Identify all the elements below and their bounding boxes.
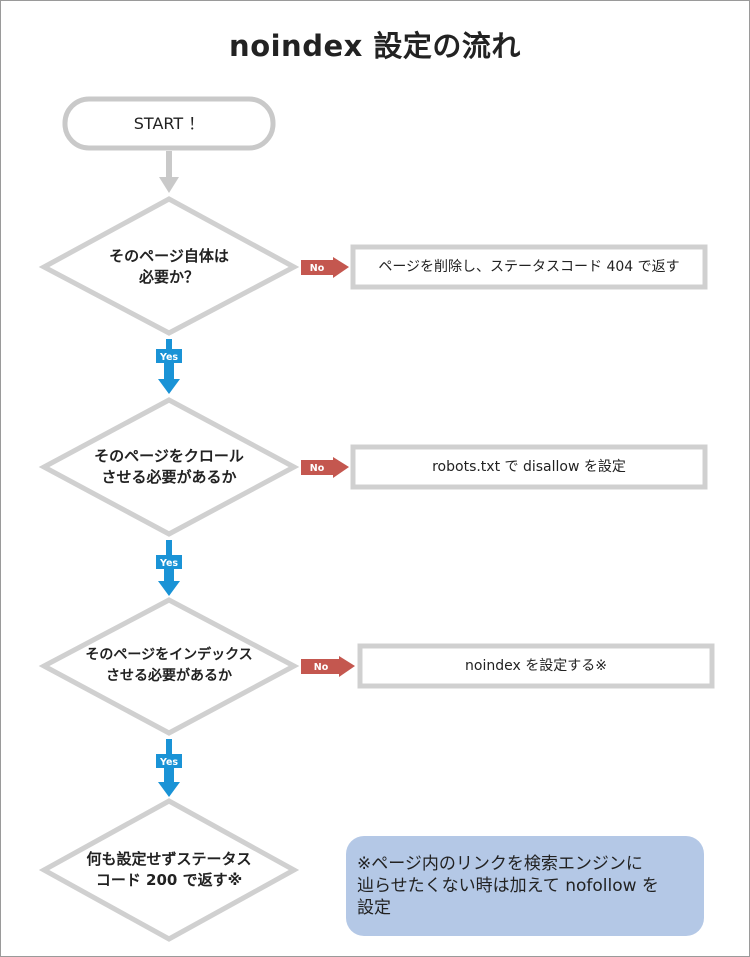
decision-diamond-2 [38,397,300,537]
decision-diamond-1 [38,196,300,336]
action-text-3: noindex を設定する※ [465,658,607,674]
action-text-2: robots.txt で disallow を設定 [432,459,626,475]
action-box-3 [357,643,715,689]
yes-label-3: Yes [159,757,178,768]
yes-arrow-1: Yes [156,339,182,394]
no-arrow-2: No [301,457,349,478]
note-text: ※ページ内のリンクを検索エンジンに 辿らせたくない時は加えて nofollow … [357,854,659,918]
no-label-2: No [310,463,325,474]
decision-text-2: そのページをクロール させる必要があるか [94,447,244,486]
yes-label-2: Yes [159,558,178,569]
decision-text-1: そのページ自体は 必要か？ [109,247,229,286]
note-box [346,836,704,936]
yes-label-1: Yes [159,352,178,363]
action-box-1 [350,244,708,290]
no-label-1: No [310,263,325,274]
yes-arrow-2: Yes [156,540,182,596]
decision-diamond-3 [38,597,300,736]
start-arrow [159,151,179,193]
no-arrow-3: No [301,656,355,677]
decision-text-3: そのページをインデックス させる必要があるか [85,647,253,684]
end-text: 何も設定せずステータス コード 200 で返す※ [86,850,252,889]
no-arrow-1: No [301,257,349,278]
start-label: START ！ [133,114,205,133]
action-box-2 [350,444,708,490]
page-title: noindex 設定の流れ [229,29,521,63]
end-diamond [38,798,300,942]
no-label-3: No [314,662,329,673]
yes-arrow-3: Yes [156,739,182,797]
start-terminator [62,96,276,151]
action-text-1: ページを削除し、ステータスコード 404 で返す [378,259,680,275]
